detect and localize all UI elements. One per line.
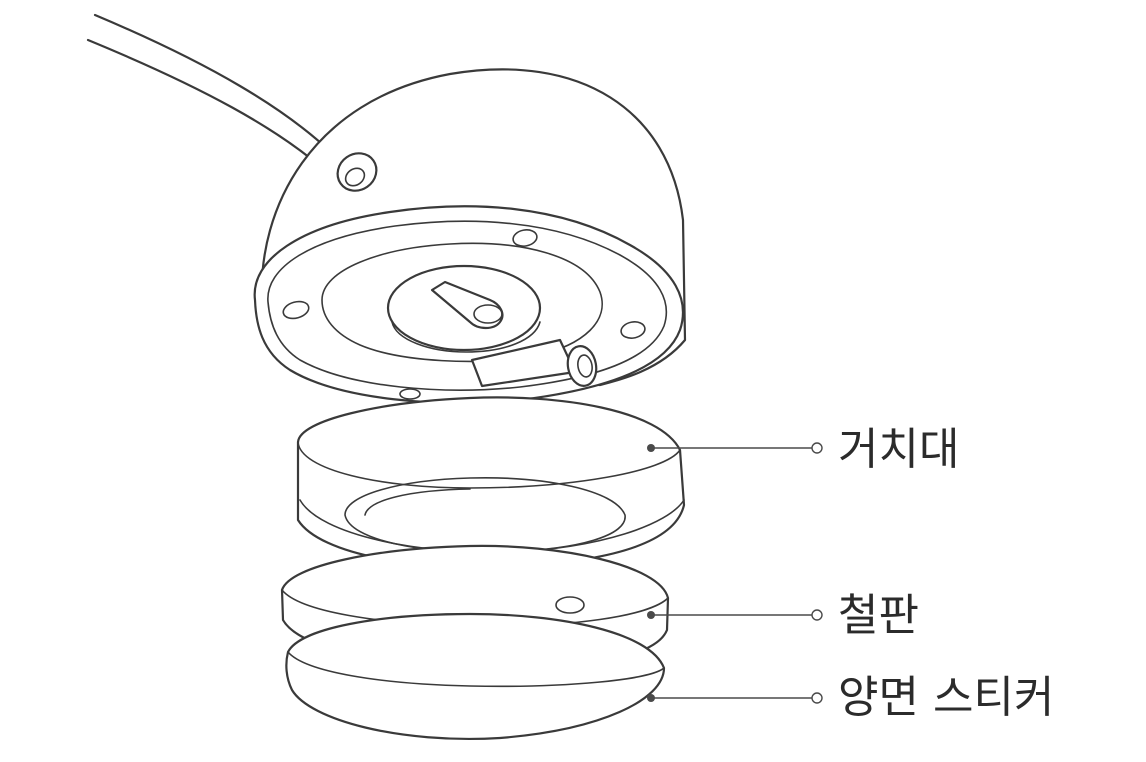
- label-steel-plate: 철판: [838, 590, 919, 641]
- label-mount: 거치대: [838, 424, 960, 475]
- adhesive-sticker-part: [285, 612, 666, 740]
- camera-body: [253, 68, 687, 405]
- label-adhesive-sticker: 양면 스티커: [838, 672, 1055, 723]
- leader-steel-plate: [647, 609, 823, 621]
- leader-adhesive-sticker: [647, 692, 823, 704]
- leader-mount: [647, 442, 823, 454]
- mount-part: [296, 396, 686, 569]
